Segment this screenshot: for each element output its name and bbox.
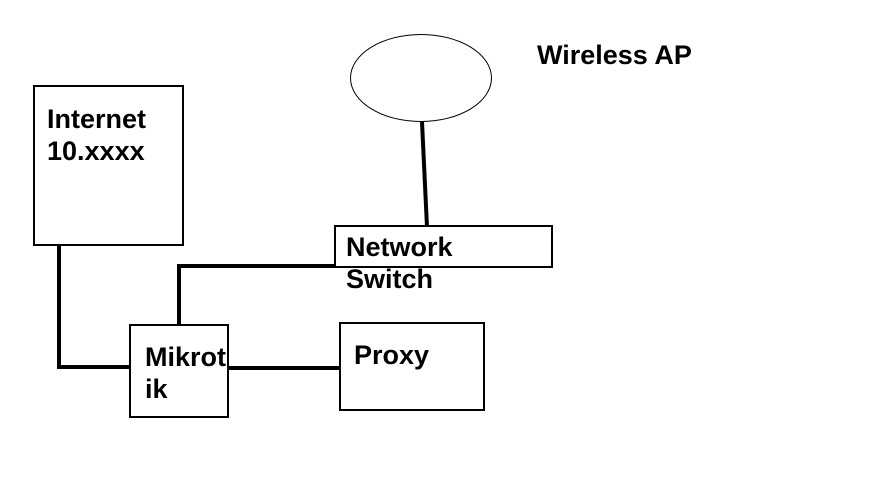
connector-wireless-ap-to-switch	[420, 121, 429, 228]
network-switch-node: Network Switch	[334, 225, 553, 294]
connector-internet-to-mikrotik	[57, 245, 131, 369]
mikrotik-node: Mikrot ik	[129, 324, 229, 418]
internet-node: Internet 10.xxxx	[33, 85, 184, 246]
connector-switch-to-mikrotik	[177, 264, 336, 326]
proxy-node: Proxy	[339, 322, 485, 411]
wireless-ap-label: Wireless AP	[537, 40, 692, 70]
wireless-ap-node	[350, 34, 492, 122]
